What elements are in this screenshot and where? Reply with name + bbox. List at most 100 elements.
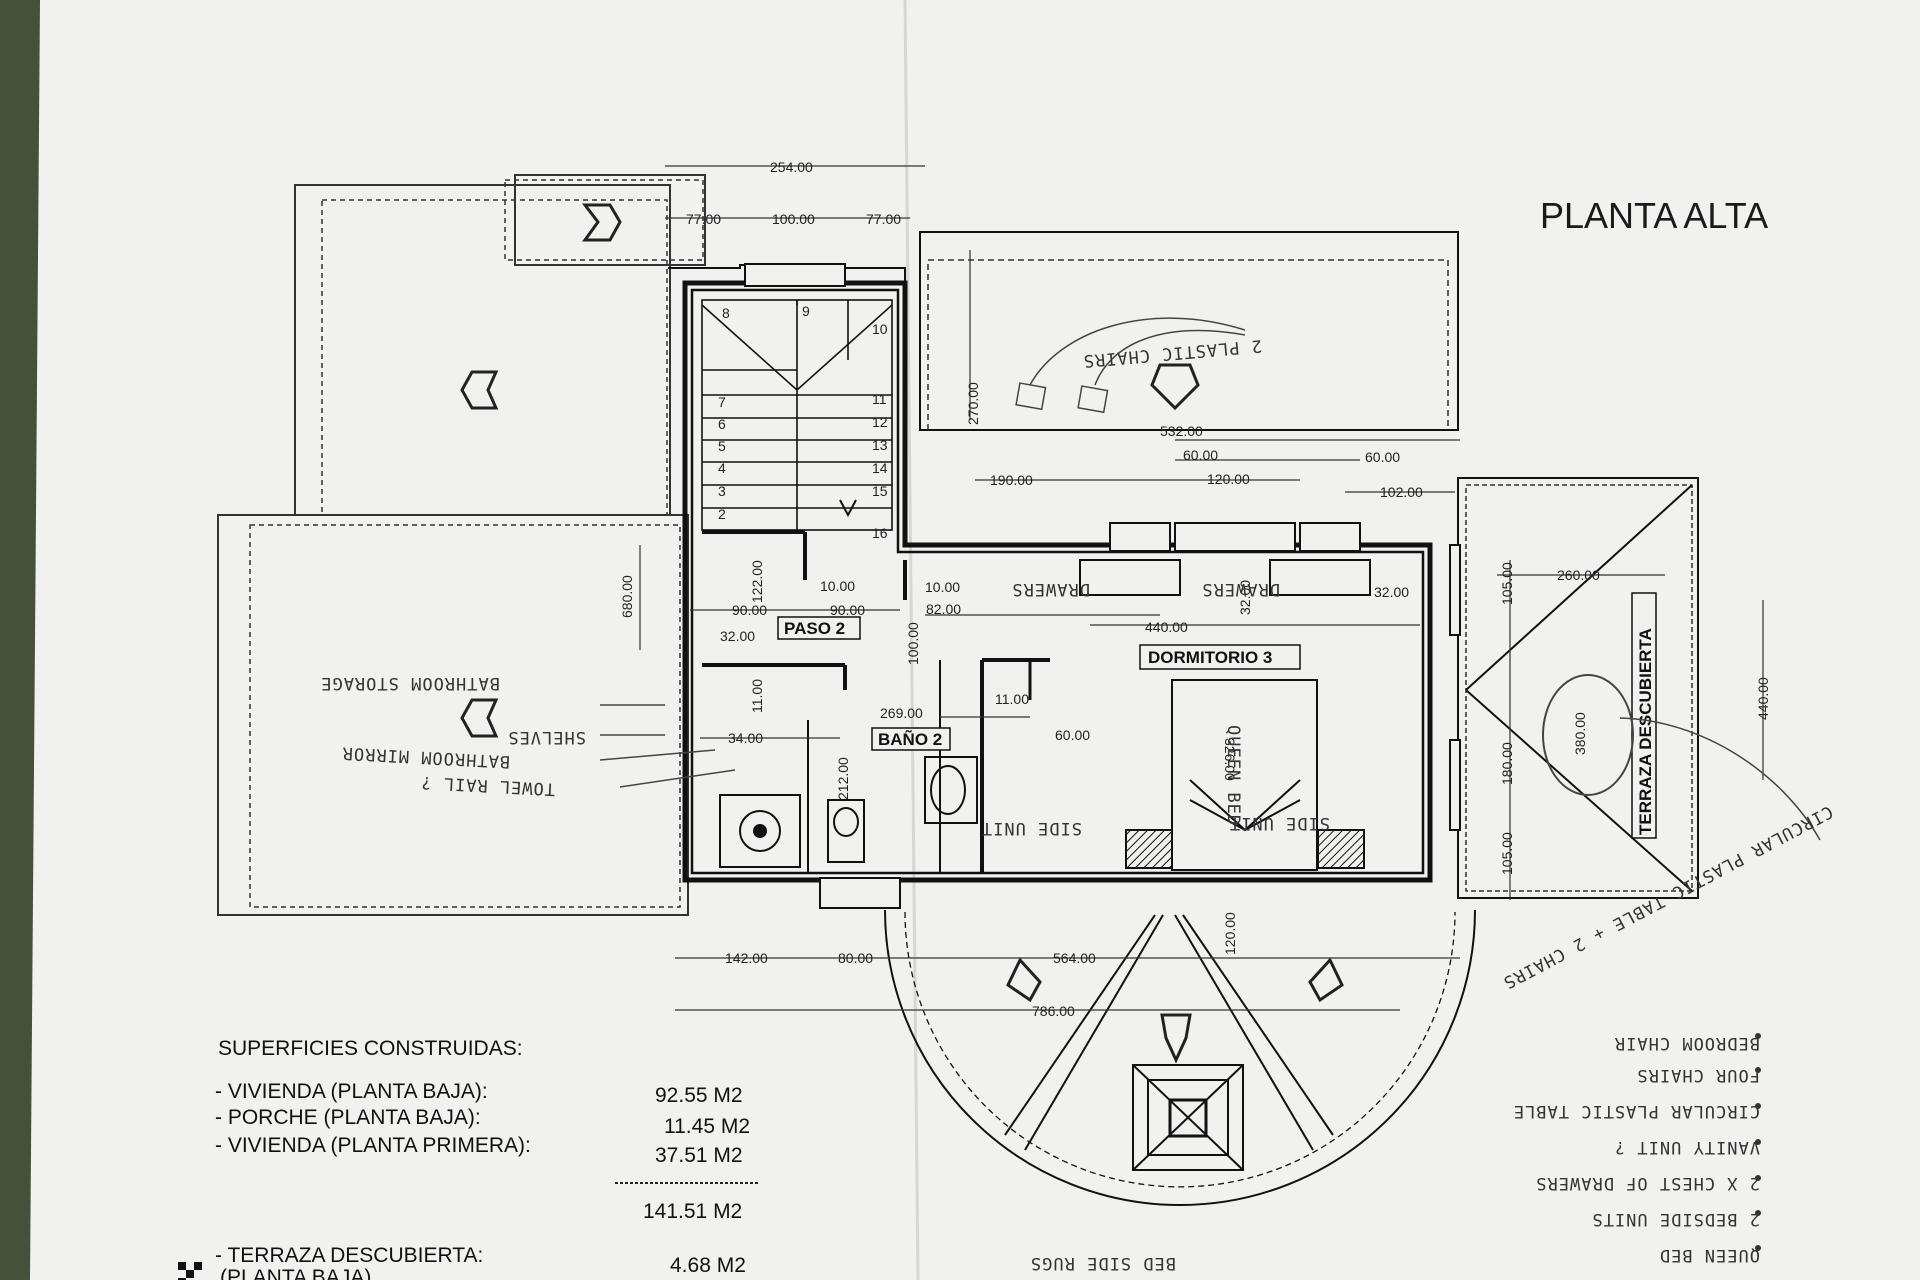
stair-number: 12	[872, 414, 888, 430]
list-item: 2 BEDSIDE UNITS	[1591, 1209, 1760, 1229]
area-extra-label: - TERRAZA DESCUBIERTA:	[215, 1244, 483, 1267]
list-item: BEDROOM CHAIR	[1614, 1033, 1760, 1053]
dim-label: 105.00	[1499, 562, 1515, 605]
bathroom-fixtures	[719, 756, 978, 868]
toilet	[827, 799, 865, 863]
ground-floor-outline	[217, 174, 706, 916]
note-bedside-rugs: BED SIDE RUGS	[1030, 1253, 1176, 1273]
stair-number: 14	[872, 460, 888, 476]
stair-number: 9	[802, 303, 810, 319]
area-row-value: 37.51 M2	[655, 1144, 743, 1167]
handwritten-list: QUEEN BED 2 BEDSIDE UNITS 2 X CHEST OF D…	[1513, 1033, 1761, 1265]
dim-label: 60.00	[1055, 727, 1090, 743]
side-unit-label: SIDE UNIT	[981, 818, 1082, 838]
dim-label: 105.00	[1499, 832, 1515, 875]
dim-label: 212.00	[835, 757, 851, 800]
stair-number: 3	[718, 483, 726, 499]
arrow-icon-1	[460, 203, 622, 738]
area-row-value: 11.45 M2	[664, 1115, 750, 1138]
stair-number: 11	[872, 391, 887, 407]
handwritten-notes	[599, 317, 1821, 841]
room-label-dormitorio: DORMITORIO 3	[1148, 648, 1272, 667]
dim-label: 120.00	[1222, 912, 1238, 955]
stair-number: 16	[872, 525, 888, 541]
queen-bed	[1171, 679, 1318, 871]
dim-label: 100.00	[772, 211, 815, 227]
plan-title: PLANTA ALTA	[1540, 195, 1768, 236]
terrace-panel	[1449, 477, 1699, 899]
areas-heading: SUPERFICIES CONSTRUIDAS:	[218, 1037, 523, 1060]
drawers-label: DRAWERS	[1201, 579, 1280, 599]
stair-number: 5	[718, 438, 726, 454]
dim-label: 142.00	[725, 950, 768, 966]
dim-label: 680.00	[619, 575, 635, 618]
dim-label: 190.00	[990, 472, 1033, 488]
room-label-terraza: TERRAZA DESCUBIERTA	[1636, 628, 1655, 835]
dim-label: 60.00	[1365, 449, 1400, 465]
stair-number: 15	[872, 483, 888, 499]
dim-label: 269.00	[880, 705, 923, 721]
list-item: FOUR CHAIRS	[1636, 1065, 1760, 1085]
area-extra-value: 4.68 M2	[670, 1254, 746, 1277]
dim-label: 180.00	[1499, 742, 1515, 785]
dim-label: 532.00	[1160, 423, 1203, 439]
area-total: 141.51 M2	[643, 1200, 742, 1223]
dim-label: 102.00	[1380, 484, 1423, 500]
staircase	[701, 299, 893, 531]
dim-label: 10.00	[925, 579, 960, 595]
dim-label: 326.00	[1222, 738, 1238, 781]
dimension-labels: 254.00 77.00 100.00 77.00 532.00 60.00 6…	[619, 159, 1771, 1019]
list-item: 2 X CHEST OF DRAWERS	[1535, 1173, 1760, 1193]
dim-label: 380.00	[1572, 712, 1588, 755]
area-row-value: 92.55 M2	[655, 1084, 743, 1107]
room-label-bano: BAÑO 2	[878, 729, 942, 749]
dimension-lines	[639, 165, 1764, 1011]
stair-number: 13	[872, 437, 888, 453]
area-row-label: - VIVIENDA (PLANTA BAJA):	[215, 1080, 488, 1103]
sink	[924, 756, 978, 824]
shower-tray	[719, 794, 801, 868]
queen-bed-label: QUEEN BED	[1223, 725, 1243, 826]
dim-label: 82.00	[926, 601, 961, 617]
note-shelves: SHELVES	[507, 727, 586, 747]
dim-label: 440.00	[1145, 619, 1188, 635]
stair-number: 6	[718, 416, 726, 432]
built-areas-table: SUPERFICIES CONSTRUIDAS: - VIVIENDA (PLA…	[178, 1037, 760, 1280]
dim-label: 440.00	[1755, 677, 1771, 720]
dim-label: 260.00	[1557, 567, 1600, 583]
dim-label: 10.00	[820, 578, 855, 594]
dim-label: 77.00	[866, 211, 901, 227]
upper-floor-walls	[668, 231, 1459, 909]
dim-label: 80.00	[838, 950, 873, 966]
area-row-label: - PORCHE (PLANTA BAJA):	[215, 1106, 481, 1129]
handwritten-plan-labels: DRAWERS DRAWERS SIDE UNIT SIDE UNIT QUEE…	[981, 579, 1330, 838]
stair-number: 4	[718, 460, 726, 476]
stair-number: 8	[722, 305, 730, 321]
side-unit-label: SIDE UNIT	[1229, 813, 1330, 833]
list-item: QUEEN BED	[1659, 1245, 1760, 1265]
dim-label: 122.00	[749, 560, 765, 603]
dim-label: 32.00	[1374, 584, 1409, 600]
dim-label: 77.00	[686, 211, 721, 227]
dim-label: 564.00	[1053, 950, 1096, 966]
dim-label: 100.00	[905, 622, 921, 665]
dim-label: 786.00	[1032, 1003, 1075, 1019]
dim-label: 270.00	[965, 382, 981, 425]
arrow-icons-balcony	[1006, 363, 1344, 1064]
dim-label: 60.00	[1183, 447, 1218, 463]
stair-number: 2	[718, 506, 726, 522]
stair-number: 7	[718, 394, 726, 410]
dim-label: 11.00	[995, 691, 1029, 707]
dim-label: 120.00	[1207, 471, 1250, 487]
room-labels: PASO 2 BAÑO 2 DORMITORIO 3 TERRAZA DESCU…	[777, 592, 1657, 839]
list-item: CIRCULAR PLASTIC TABLE	[1513, 1101, 1760, 1121]
stair-numbers: 2 3 4 5 6 7 8 9 10 11 12 13 14 15 16	[718, 303, 888, 541]
stair-number: 10	[872, 321, 888, 337]
bedroom-furniture	[1079, 559, 1371, 871]
drawers-label: DRAWERS	[1011, 579, 1090, 599]
room-label-paso: PASO 2	[784, 619, 845, 638]
dim-label: 32.00	[720, 628, 755, 644]
dim-label: 32.00	[1237, 580, 1253, 615]
dim-label: 90.00	[732, 602, 767, 618]
round-balcony	[884, 909, 1476, 1206]
